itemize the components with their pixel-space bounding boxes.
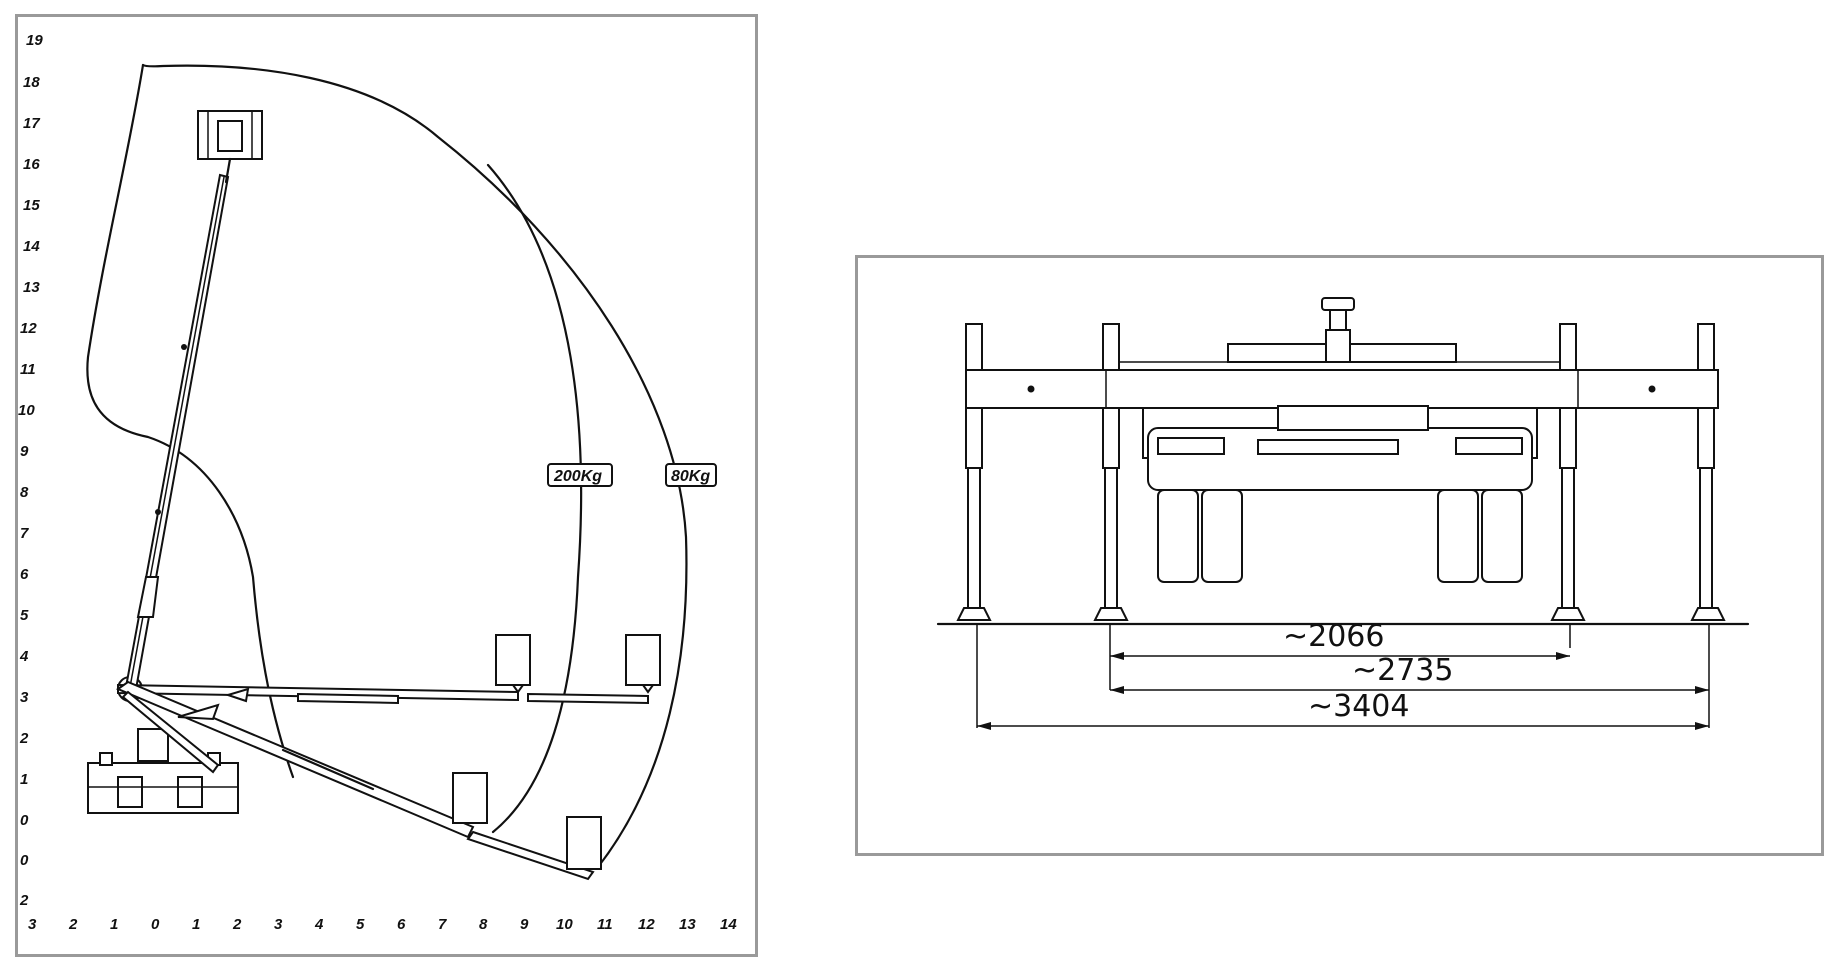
truck-chassis [87,728,239,814]
y-tick: 1 [20,771,28,788]
y-tick: 0 [20,812,29,829]
x-tick: 11 [597,916,613,933]
vehicle-rear [1142,405,1538,583]
x-tick: 8 [479,916,488,933]
x-tick: 12 [638,916,655,933]
y-tick: 17 [23,115,40,132]
y-tick: 15 [23,197,40,214]
x-tick: 1 [110,916,118,933]
turret-top [1321,297,1355,363]
x-tick: 0 [151,916,160,933]
y-tick: 14 [23,238,40,255]
y-tick: 18 [23,74,40,91]
x-tick: 10 [556,916,573,933]
y-axis-ticks: 19 18 17 16 15 14 13 12 11 10 9 8 7 6 5 … [18,32,43,909]
y-tick: 9 [20,443,29,460]
outrigger-beam [965,323,1719,409]
y-tick: 13 [23,279,40,296]
inner-reach-envelope [486,163,583,834]
y-tick: 6 [20,566,29,583]
x-tick: 5 [356,916,365,933]
y-tick: 19 [26,32,43,49]
x-tick: 3 [274,916,283,933]
working-range-diagram: 19 18 17 16 15 14 13 12 11 10 9 8 7 6 5 … [18,32,737,933]
capacity-80-text: 80Kg [671,468,710,485]
y-tick: 16 [23,156,40,173]
x-tick: 13 [679,916,696,933]
dim-label-2735: ~2735 [1352,653,1453,688]
x-tick: 9 [520,916,529,933]
boom-diagonal-lower [115,680,602,881]
outer-envelope-left-edge [86,63,295,779]
x-tick: 3 [28,916,37,933]
boom-horizontal [117,634,661,705]
y-tick: 0 [20,852,29,869]
dim-label-2066: ~2066 [1283,619,1384,654]
outrigger-legs [956,407,1726,621]
outer-reach-envelope [141,63,688,869]
dim-label-3404: ~3404 [1308,689,1409,724]
x-tick: 4 [314,916,324,933]
x-axis-ticks: 3 2 1 0 1 2 3 4 5 6 7 8 9 10 11 12 13 14 [28,916,737,933]
working-range-panel: 19 18 17 16 15 14 13 12 11 10 9 8 7 6 5 … [15,14,758,957]
y-tick: 2 [19,730,29,747]
y-tick: 7 [20,525,29,542]
x-tick: 14 [720,916,737,933]
x-tick: 2 [232,916,242,933]
y-tick: 10 [18,402,35,419]
y-tick: 3 [20,689,29,706]
y-tick: 5 [20,607,29,624]
capacity-label-80: 80Kg [665,463,717,487]
outrigger-spread-panel: ~2066 ~2735 ~3404 [855,255,1824,856]
y-tick: 12 [20,320,37,337]
top-basket [197,110,263,184]
x-tick: 1 [192,916,200,933]
x-tick: 7 [438,916,447,933]
boom-vertical [124,173,230,691]
y-tick: 4 [19,648,29,665]
capacity-label-200: 200Kg [547,463,613,487]
x-tick: 6 [397,916,406,933]
x-tick: 2 [68,916,78,933]
outrigger-spread-diagram: ~2066 ~2735 ~3404 [936,297,1750,730]
y-tick: 2 [19,892,29,909]
y-tick: 11 [20,361,36,378]
capacity-200-text: 200Kg [553,468,602,485]
y-tick: 8 [20,484,29,501]
dimension-lines: ~2066 ~2735 ~3404 [976,619,1710,730]
